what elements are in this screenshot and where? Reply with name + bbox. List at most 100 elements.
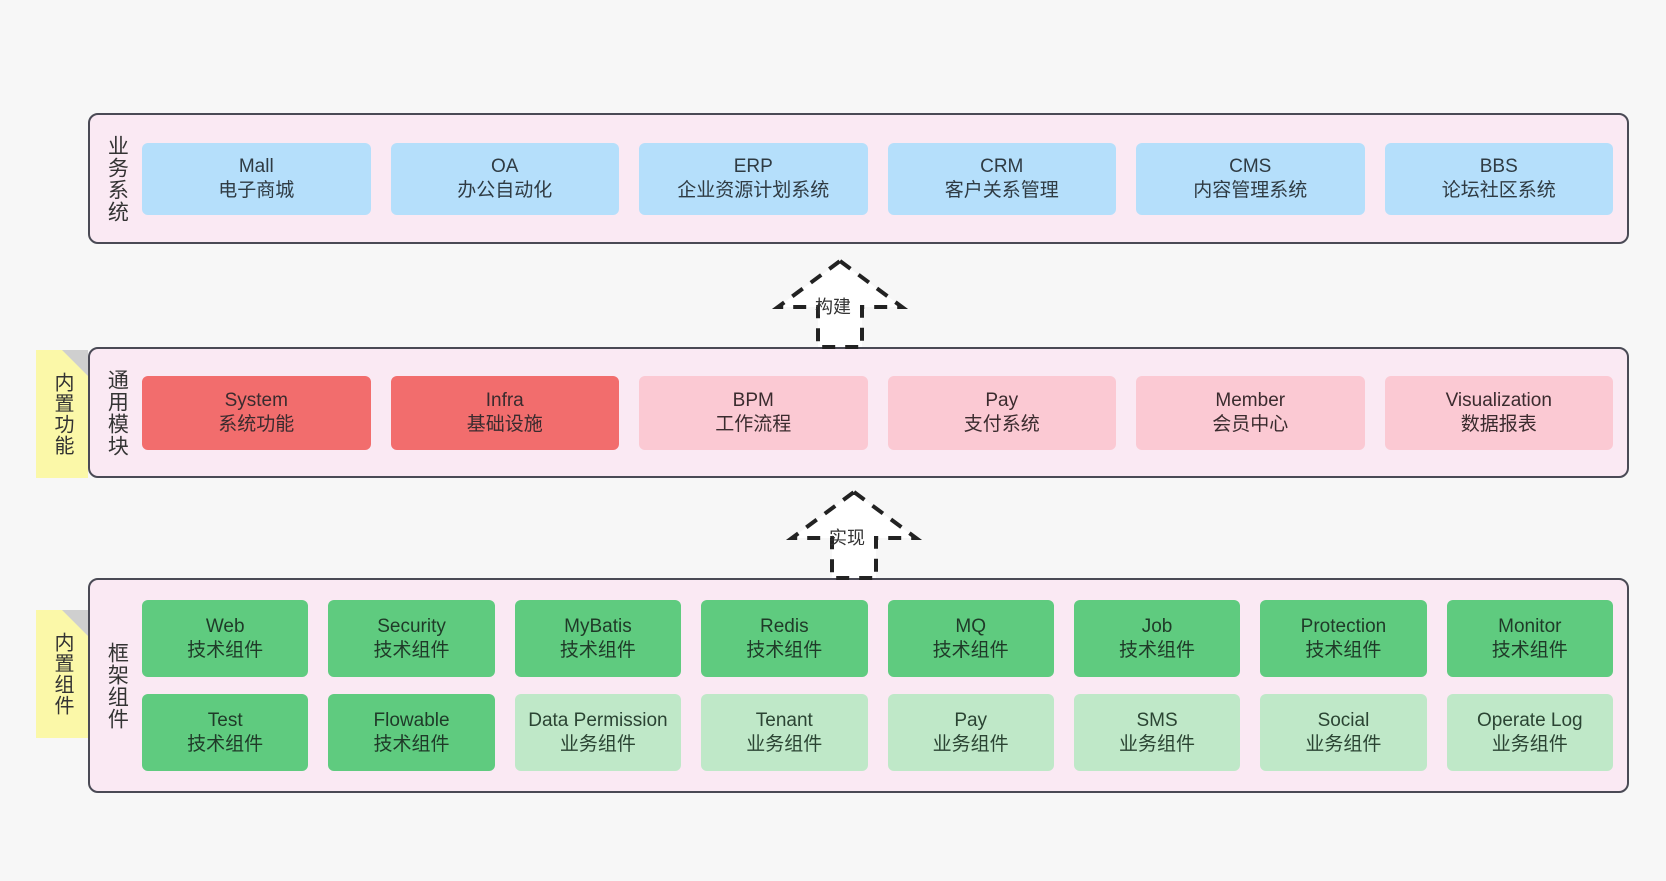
box-subtitle: 技术组件 <box>746 639 823 661</box>
layer-business-systems: 业务系统 Mall 电子商城 OA 办公自动化 ERP 企业资源计划系统 CRM… <box>88 113 1629 244</box>
box-sms[interactable]: SMS 业务组件 <box>1073 694 1241 771</box>
arrow-build-label: 构建 <box>815 297 851 317</box>
box-subtitle: 会员中心 <box>1212 413 1289 435</box>
box-subtitle: 技术组件 <box>187 639 264 661</box>
layer-framework-components: 框架组件 Web 技术组件 Security 技术组件 MyBatis 技术组件… <box>88 578 1629 793</box>
box-subtitle: 技术组件 <box>187 733 264 755</box>
box-pay[interactable]: Pay 支付系统 <box>887 375 1116 450</box>
box-protection[interactable]: Protection 技术组件 <box>1260 600 1427 677</box>
box-flowable[interactable]: Flowable 技术组件 <box>328 694 495 771</box>
box-title: CRM <box>980 156 1024 178</box>
note-builtin-features: 内置功能 <box>36 350 88 478</box>
box-monitor[interactable]: Monitor 技术组件 <box>1446 600 1613 677</box>
box-test[interactable]: Test 技术组件 <box>142 694 309 771</box>
box-subtitle: 论坛社区系统 <box>1441 179 1556 201</box>
box-member[interactable]: Member 会员中心 <box>1136 375 1365 450</box>
box-subtitle: 支付系统 <box>963 413 1040 435</box>
box-title: CMS <box>1229 156 1272 178</box>
box-subtitle: 企业资源计划系统 <box>677 179 830 201</box>
box-subtitle: 技术组件 <box>373 733 450 755</box>
box-subtitle: 技术组件 <box>559 639 636 661</box>
box-title: Social <box>1317 710 1370 732</box>
dashed-hollow-arrow-icon <box>771 258 909 349</box>
box-title: Protection <box>1300 616 1387 638</box>
box-title: Mall <box>238 156 274 178</box>
layer-body-business-systems: Mall 电子商城 OA 办公自动化 ERP 企业资源计划系统 CRM 客户关系… <box>142 115 1627 242</box>
note-label: 内置功能 <box>51 372 73 456</box>
box-subtitle: 技术组件 <box>373 639 450 661</box>
dashed-hollow-arrow-icon <box>785 489 923 580</box>
box-title: Job <box>1141 616 1173 638</box>
box-subtitle: 业务组件 <box>1119 733 1196 755</box>
box-erp[interactable]: ERP 企业资源计划系统 <box>639 142 868 215</box>
box-title: Flowable <box>373 710 450 732</box>
box-subtitle: 办公自动化 <box>457 179 553 201</box>
box-subtitle: 业务组件 <box>746 733 823 755</box>
box-title: ERP <box>733 156 773 178</box>
box-title: Security <box>377 616 446 638</box>
box-security[interactable]: Security 技术组件 <box>328 600 495 677</box>
box-subtitle: 业务组件 <box>932 733 1009 755</box>
box-system[interactable]: System 系统功能 <box>142 375 371 450</box>
box-cms[interactable]: CMS 内容管理系统 <box>1136 142 1365 215</box>
box-subtitle: 技术组件 <box>932 639 1009 661</box>
business-systems-row: Mall 电子商城 OA 办公自动化 ERP 企业资源计划系统 CRM 客户关系… <box>142 142 1613 215</box>
box-mybatis[interactable]: MyBatis 技术组件 <box>514 600 682 677</box>
note-label: 内置组件 <box>51 632 73 716</box>
layer-body-framework-components: Web 技术组件 Security 技术组件 MyBatis 技术组件 Redi… <box>142 580 1627 791</box>
box-title: Monitor <box>1498 616 1562 638</box>
arrow-implement: 实现 <box>766 488 942 580</box>
box-visualization[interactable]: Visualization 数据报表 <box>1384 375 1613 450</box>
box-bbs[interactable]: BBS 论坛社区系统 <box>1384 142 1613 215</box>
box-title: Pay <box>954 710 988 732</box>
common-modules-row: System 系统功能 Infra 基础设施 BPM 工作流程 Pay 支付系统… <box>142 375 1613 450</box>
box-redis[interactable]: Redis 技术组件 <box>701 600 868 677</box>
arrow-build: 构建 <box>752 257 928 349</box>
box-subtitle: 系统功能 <box>218 413 295 435</box>
box-mq[interactable]: MQ 技术组件 <box>887 600 1054 677</box>
box-title: Data Permission <box>528 710 668 732</box>
box-subtitle: 业务组件 <box>559 733 636 755</box>
box-subtitle: 电子商城 <box>218 179 295 201</box>
box-subtitle: 业务组件 <box>1305 733 1382 755</box>
box-subtitle: 基础设施 <box>466 413 543 435</box>
box-title: BBS <box>1479 156 1518 178</box>
box-title: OA <box>491 156 519 178</box>
box-title: Visualization <box>1445 390 1552 412</box>
note-builtin-components: 内置组件 <box>36 610 88 738</box>
box-pay-component[interactable]: Pay 业务组件 <box>887 694 1054 771</box>
layer-title-common-modules: 通用模块 <box>105 368 129 457</box>
box-title: Pay <box>985 390 1019 412</box>
box-social[interactable]: Social 业务组件 <box>1260 694 1427 771</box>
box-infra[interactable]: Infra 基础设施 <box>390 375 619 450</box>
box-title: MyBatis <box>564 616 632 638</box>
box-subtitle: 客户关系管理 <box>944 179 1059 201</box>
box-tenant[interactable]: Tenant 业务组件 <box>701 694 868 771</box>
box-bpm[interactable]: BPM 工作流程 <box>639 375 868 450</box>
box-title: Infra <box>485 390 524 412</box>
box-crm[interactable]: CRM 客户关系管理 <box>887 142 1116 215</box>
box-title: Operate Log <box>1476 710 1583 732</box>
box-title: Member <box>1215 390 1286 412</box>
arrow-implement-label: 实现 <box>829 528 865 548</box>
box-subtitle: 数据报表 <box>1460 413 1537 435</box>
box-web[interactable]: Web 技术组件 <box>142 600 309 677</box>
box-oa[interactable]: OA 办公自动化 <box>390 142 619 215</box>
box-job[interactable]: Job 技术组件 <box>1073 600 1241 677</box>
box-title: Test <box>207 710 243 732</box>
box-subtitle: 技术组件 <box>1305 639 1382 661</box>
layer-common-modules: 通用模块 System 系统功能 Infra 基础设施 BPM 工作流程 Pay… <box>88 347 1629 478</box>
box-title: Redis <box>760 616 809 638</box>
layer-title-business-systems: 业务系统 <box>105 134 129 223</box>
framework-business-row: Test 技术组件 Flowable 技术组件 Data Permission … <box>142 694 1613 771</box>
box-operate-log[interactable]: Operate Log 业务组件 <box>1446 694 1613 771</box>
box-title: Web <box>205 616 245 638</box>
layer-title-framework-components: 框架组件 <box>105 641 129 730</box>
box-data-permission[interactable]: Data Permission 业务组件 <box>514 694 682 771</box>
box-subtitle: 业务组件 <box>1491 733 1568 755</box>
box-title: SMS <box>1136 710 1178 732</box>
framework-tech-row: Web 技术组件 Security 技术组件 MyBatis 技术组件 Redi… <box>142 600 1613 677</box>
box-mall[interactable]: Mall 电子商城 <box>142 142 371 215</box>
box-title: Tenant <box>755 710 813 732</box>
